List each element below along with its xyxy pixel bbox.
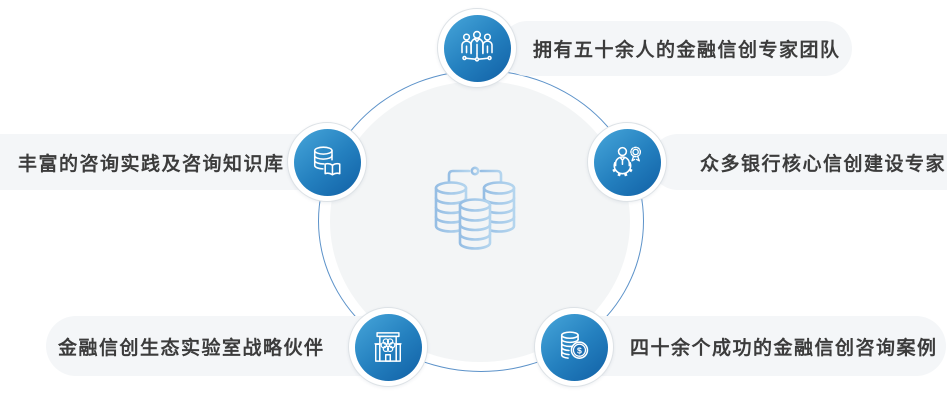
- team-icon: [461, 30, 493, 62]
- feature-label-text: 四十余个成功的金融信创咨询案例: [630, 337, 938, 359]
- database-cluster-illustration: [434, 166, 516, 250]
- feature-label-right: 众多银行核心信创建设专家: [650, 134, 947, 190]
- feature-node-bottom-left: [348, 307, 428, 387]
- feature-label-text: 拥有五十余人的金融信创专家团队: [533, 40, 841, 61]
- svg-text:$: $: [577, 346, 582, 356]
- feature-label-text: 众多银行核心信创建设专家: [700, 153, 947, 175]
- feature-label-top: 拥有五十余人的金融信创专家团队: [500, 21, 852, 76]
- coins-dollar-icon: $: [560, 331, 589, 359]
- feature-node-right: [587, 122, 667, 202]
- feature-node-left: [287, 122, 367, 202]
- feature-node-top: [437, 8, 517, 88]
- expert-badge-icon: [612, 146, 642, 177]
- feature-label-bottom-right: 四十余个成功的金融信创咨询案例: [560, 316, 946, 376]
- database-book-icon: [313, 146, 341, 176]
- feature-label-text: 丰富的咨询实践及咨询知识库: [18, 153, 285, 175]
- lab-building-icon: [374, 332, 402, 362]
- feature-node-bottom-right: $: [534, 307, 614, 387]
- feature-label-bottom-left: 金融信创生态实验室战略伙伴: [46, 316, 408, 376]
- feature-label-text: 金融信创生态实验室战略伙伴: [58, 337, 325, 359]
- feature-label-left: 丰富的咨询实践及咨询知识库: [0, 134, 345, 190]
